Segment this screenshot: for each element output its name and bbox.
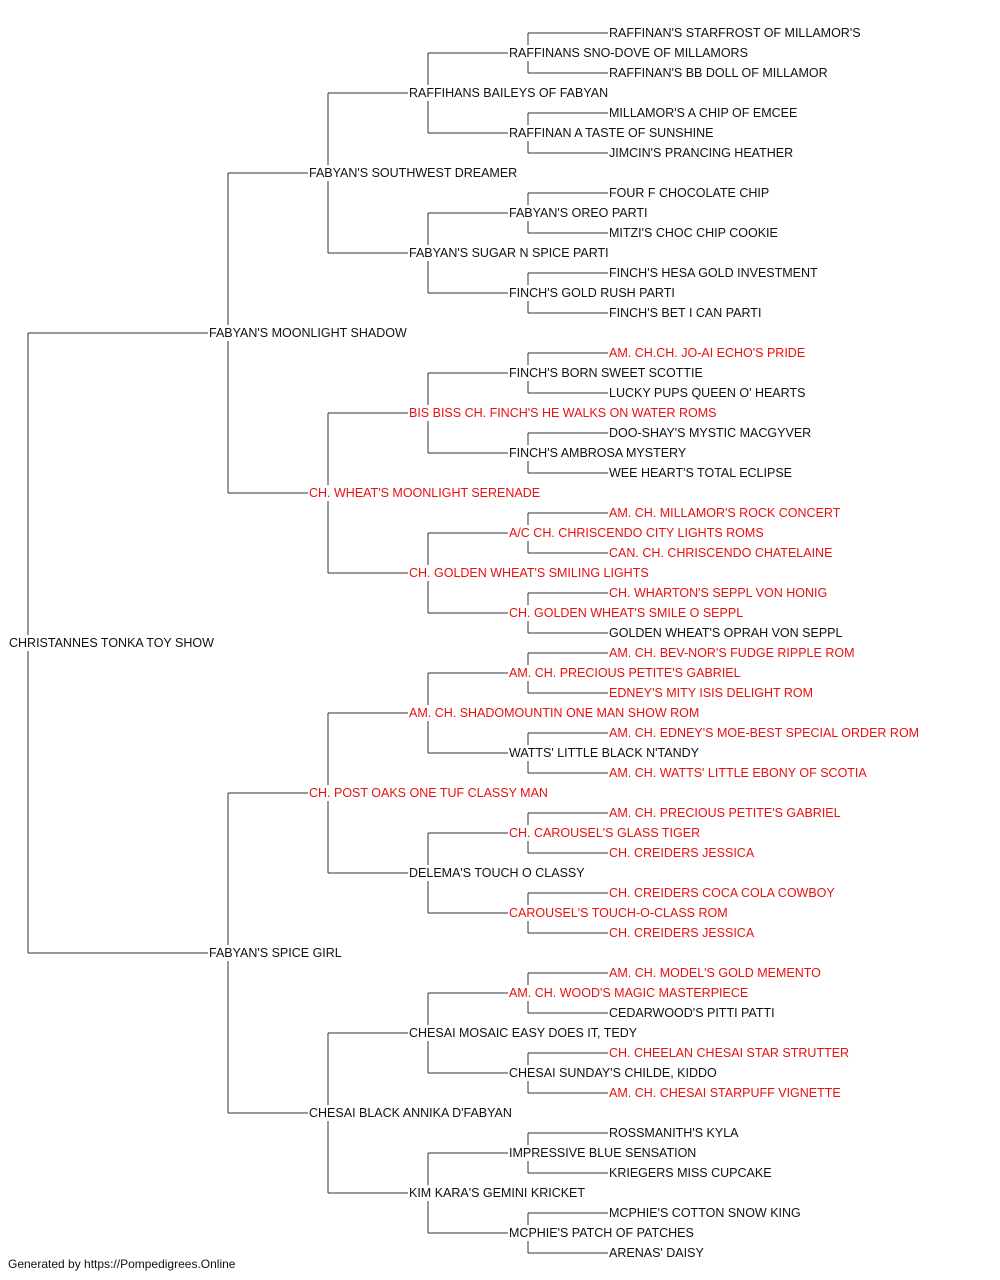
great-grandparent-name: BIS BISS CH. FINCH'S HE WALKS ON WATER R… xyxy=(408,405,718,421)
parent-name: FABYAN'S MOONLIGHT SHADOW xyxy=(208,325,408,341)
great-grandparent-name: CHESAI MOSAIC EASY DOES IT, TEDY xyxy=(408,1025,639,1041)
ggg-grandparent-name: RAFFINAN'S BB DOLL OF MILLAMOR xyxy=(608,65,829,81)
grandparent-name: CH. WHEAT'S MOONLIGHT SERENADE xyxy=(308,485,542,501)
gg-grandparent-name: CH. GOLDEN WHEAT'S SMILE O SEPPL xyxy=(508,605,745,621)
ggg-grandparent-name: KRIEGERS MISS CUPCAKE xyxy=(608,1165,773,1181)
ggg-grandparent-name: FOUR F CHOCOLATE CHIP xyxy=(608,185,771,201)
ggg-grandparent-name: RAFFINAN'S STARFROST OF MILLAMOR'S xyxy=(608,25,862,41)
grandparent-name: CHESAI BLACK ANNIKA D'FABYAN xyxy=(308,1105,513,1121)
gg-grandparent-name: AM. CH. PRECIOUS PETITE'S GABRIEL xyxy=(508,665,742,681)
ggg-grandparent-name: CH. CREIDERS JESSICA xyxy=(608,925,756,941)
footer-credit: Generated by https://Pompedigrees.Online xyxy=(8,1257,236,1271)
great-grandparent-name: CH. GOLDEN WHEAT'S SMILING LIGHTS xyxy=(408,565,650,581)
great-grandparent-name: KIM KARA'S GEMINI KRICKET xyxy=(408,1185,587,1201)
gg-grandparent-name: IMPRESSIVE BLUE SENSATION xyxy=(508,1145,698,1161)
ggg-grandparent-name: ROSSMANITH'S KYLA xyxy=(608,1125,740,1141)
ggg-grandparent-name: MILLAMOR'S A CHIP OF EMCEE xyxy=(608,105,799,121)
ggg-grandparent-name: CAN. CH. CHRISCENDO CHATELAINE xyxy=(608,545,834,561)
ggg-grandparent-name: MCPHIE'S COTTON SNOW KING xyxy=(608,1205,802,1221)
great-grandparent-name: AM. CH. SHADOMOUNTIN ONE MAN SHOW ROM xyxy=(408,705,701,721)
ggg-grandparent-name: AM. CH. EDNEY'S MOE-BEST SPECIAL ORDER R… xyxy=(608,725,921,741)
parent-name: FABYAN'S SPICE GIRL xyxy=(208,945,343,961)
gg-grandparent-name: A/C CH. CHRISCENDO CITY LIGHTS ROMS xyxy=(508,525,765,541)
gg-grandparent-name: FINCH'S BORN SWEET SCOTTIE xyxy=(508,365,704,381)
gg-grandparent-name: RAFFINANS SNO-DOVE OF MILLAMORS xyxy=(508,45,749,61)
ggg-grandparent-name: CEDARWOOD'S PITTI PATTI xyxy=(608,1005,776,1021)
ggg-grandparent-name: CH. CREIDERS JESSICA xyxy=(608,845,756,861)
subject-name: CHRISTANNES TONKA TOY SHOW xyxy=(8,635,215,651)
ggg-grandparent-name: CH. CREIDERS COCA COLA COWBOY xyxy=(608,885,836,901)
gg-grandparent-name: RAFFINAN A TASTE OF SUNSHINE xyxy=(508,125,715,141)
gg-grandparent-name: AM. CH. WOOD'S MAGIC MASTERPIECE xyxy=(508,985,750,1001)
grandparent-name: CH. POST OAKS ONE TUF CLASSY MAN xyxy=(308,785,549,801)
ggg-grandparent-name: CH. CHEELAN CHESAI STAR STRUTTER xyxy=(608,1045,851,1061)
ggg-grandparent-name: MITZI'S CHOC CHIP COOKIE xyxy=(608,225,779,241)
ggg-grandparent-name: CH. WHARTON'S SEPPL VON HONIG xyxy=(608,585,829,601)
gg-grandparent-name: FINCH'S GOLD RUSH PARTI xyxy=(508,285,676,301)
ggg-grandparent-name: AM. CH.CH. JO-AI ECHO'S PRIDE xyxy=(608,345,807,361)
ggg-grandparent-name: AM. CH. MODEL'S GOLD MEMENTO xyxy=(608,965,822,981)
ggg-grandparent-name: LUCKY PUPS QUEEN O' HEARTS xyxy=(608,385,807,401)
gg-grandparent-name: WATTS' LITTLE BLACK N'TANDY xyxy=(508,745,700,761)
ggg-grandparent-name: FINCH'S BET I CAN PARTI xyxy=(608,305,763,321)
ggg-grandparent-name: AM. CH. CHESAI STARPUFF VIGNETTE xyxy=(608,1085,842,1101)
great-grandparent-name: RAFFIHANS BAILEYS OF FABYAN xyxy=(408,85,610,101)
gg-grandparent-name: FABYAN'S OREO PARTI xyxy=(508,205,649,221)
ggg-grandparent-name: AM. CH. WATTS' LITTLE EBONY OF SCOTIA xyxy=(608,765,868,781)
ggg-grandparent-name: AM. CH. BEV-NOR'S FUDGE RIPPLE ROM xyxy=(608,645,856,661)
ggg-grandparent-name: FINCH'S HESA GOLD INVESTMENT xyxy=(608,265,819,281)
great-grandparent-name: FABYAN'S SUGAR N SPICE PARTI xyxy=(408,245,610,261)
ggg-grandparent-name: AM. CH. PRECIOUS PETITE'S GABRIEL xyxy=(608,805,842,821)
ggg-grandparent-name: JIMCIN'S PRANCING HEATHER xyxy=(608,145,795,161)
ggg-grandparent-name: EDNEY'S MITY ISIS DELIGHT ROM xyxy=(608,685,815,701)
gg-grandparent-name: CAROUSEL'S TOUCH-O-CLASS ROM xyxy=(508,905,729,921)
grandparent-name: FABYAN'S SOUTHWEST DREAMER xyxy=(308,165,519,181)
ggg-grandparent-name: DOO-SHAY'S MYSTIC MACGYVER xyxy=(608,425,813,441)
gg-grandparent-name: CHESAI SUNDAY'S CHILDE, KIDDO xyxy=(508,1065,718,1081)
ggg-grandparent-name: WEE HEART'S TOTAL ECLIPSE xyxy=(608,465,793,481)
ggg-grandparent-name: GOLDEN WHEAT'S OPRAH VON SEPPL xyxy=(608,625,844,641)
ggg-grandparent-name: ARENAS' DAISY xyxy=(608,1245,705,1261)
gg-grandparent-name: CH. CAROUSEL'S GLASS TIGER xyxy=(508,825,702,841)
great-grandparent-name: DELEMA'S TOUCH O CLASSY xyxy=(408,865,586,881)
gg-grandparent-name: FINCH'S AMBROSA MYSTERY xyxy=(508,445,688,461)
ggg-grandparent-name: AM. CH. MILLAMOR'S ROCK CONCERT xyxy=(608,505,842,521)
gg-grandparent-name: MCPHIE'S PATCH OF PATCHES xyxy=(508,1225,695,1241)
